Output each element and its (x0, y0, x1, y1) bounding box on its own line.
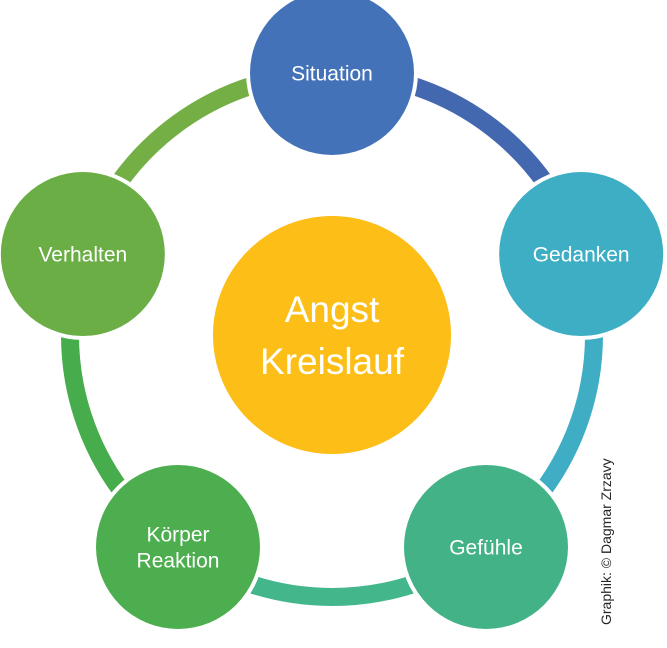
node-situation: Situation (246, 0, 418, 159)
node-circle (403, 464, 568, 629)
center-label: Kreislauf (260, 341, 405, 382)
node-label: Verhalten (38, 243, 127, 266)
node-verhalten: Verhalten (0, 168, 169, 341)
node-label: Gedanken (533, 243, 630, 266)
node-circle (250, 0, 414, 155)
node-circle (0, 172, 165, 337)
node-label: Reaktion (137, 549, 220, 572)
node-label: Situation (291, 62, 373, 85)
node-gedanken: Gedanken (495, 168, 667, 341)
node-gefuehle: Gefühle (399, 460, 572, 633)
node-circle (96, 464, 261, 629)
center-label: Angst (285, 289, 380, 330)
credit-text: Graphik: © Dagmar Zrzavy (598, 458, 614, 625)
node-label: Gefühle (449, 536, 523, 559)
node-label: Körper (146, 523, 209, 546)
node-circle (499, 172, 664, 337)
center-circle (213, 216, 451, 454)
